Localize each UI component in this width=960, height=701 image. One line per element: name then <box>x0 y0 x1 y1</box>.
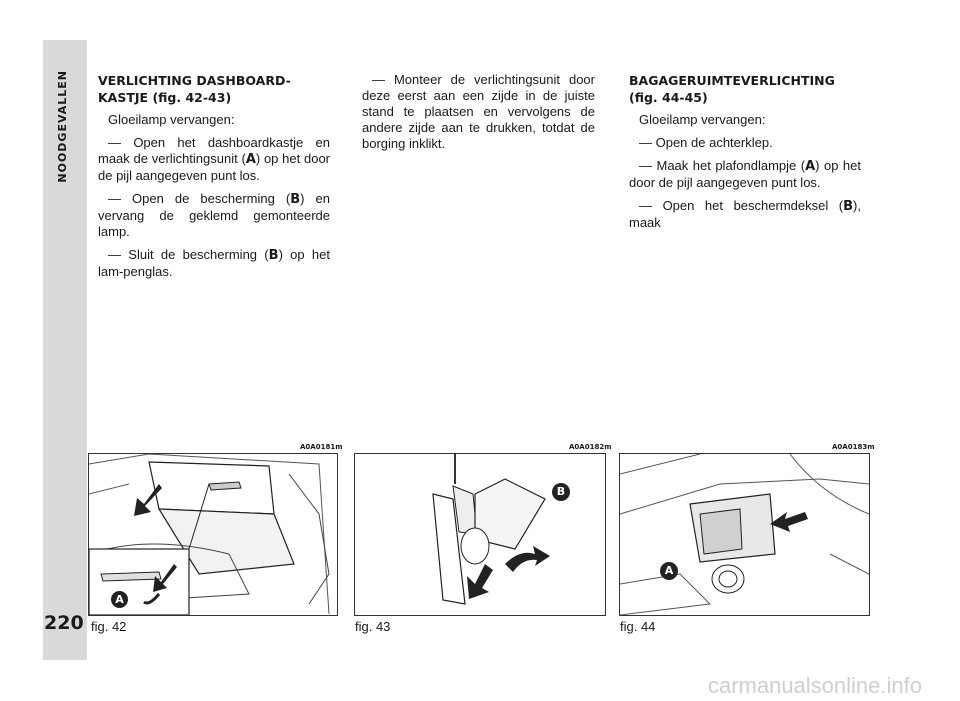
step-text: — Monteer de verlichtingsunit door deze … <box>362 72 595 151</box>
figure-caption: fig. 42 <box>91 619 127 634</box>
step-text: — Open de bescherming (B) en vervang de … <box>98 191 330 239</box>
figure-code: A0A0181m <box>300 443 343 451</box>
step-text: — Sluit de bescherming (B) op het lam-pe… <box>98 247 330 279</box>
intro-text: Gloeilamp vervangen: <box>639 112 766 127</box>
heading-ref: (fig. 42-43) <box>152 90 232 105</box>
column-1: VERLICHTING DASHBOARD-KASTJE (fig. 42-43… <box>98 72 330 287</box>
figure-caption: fig. 43 <box>355 619 391 634</box>
watermark: carmanualsonline.info <box>707 673 922 698</box>
step-text: — Maak het plafondlampje (A) op het door… <box>629 158 861 190</box>
label-a-badge: A <box>660 562 678 580</box>
step-text: — Open het beschermdeksel (B), maak <box>629 198 861 230</box>
figure-caption: fig. 44 <box>620 619 656 634</box>
column-3: BAGAGERUIMTEVERLICHTING(fig. 44-45) Gloe… <box>629 72 861 238</box>
section-title: NOODGEVALLEN <box>56 70 69 183</box>
label-a-badge: A <box>111 591 128 608</box>
column-2: — Monteer de verlichtingsunit door deze … <box>362 72 595 159</box>
section-sidebar <box>43 40 87 660</box>
intro-text: Gloeilamp vervangen: <box>108 112 235 127</box>
step-text: — Open het dashboardkastje en maak de ve… <box>98 135 330 183</box>
heading-dashboard: VERLICHTING DASHBOARD-KASTJE (fig. 42-43… <box>98 73 291 105</box>
figure-44-illustration: A <box>619 453 870 616</box>
step-text: — Open de achterklep. <box>639 135 773 150</box>
figure-code: A0A0182m <box>569 443 612 451</box>
figure-42-illustration: A <box>88 453 338 616</box>
page-number: 220 <box>44 612 84 634</box>
figure-code: A0A0183m <box>832 443 875 451</box>
heading-ref: (fig. 44-45) <box>629 90 708 105</box>
figure-43-illustration: B <box>354 453 606 616</box>
heading-luggage: BAGAGERUIMTEVERLICHTING(fig. 44-45) <box>629 73 835 105</box>
label-b-badge: B <box>552 483 570 501</box>
